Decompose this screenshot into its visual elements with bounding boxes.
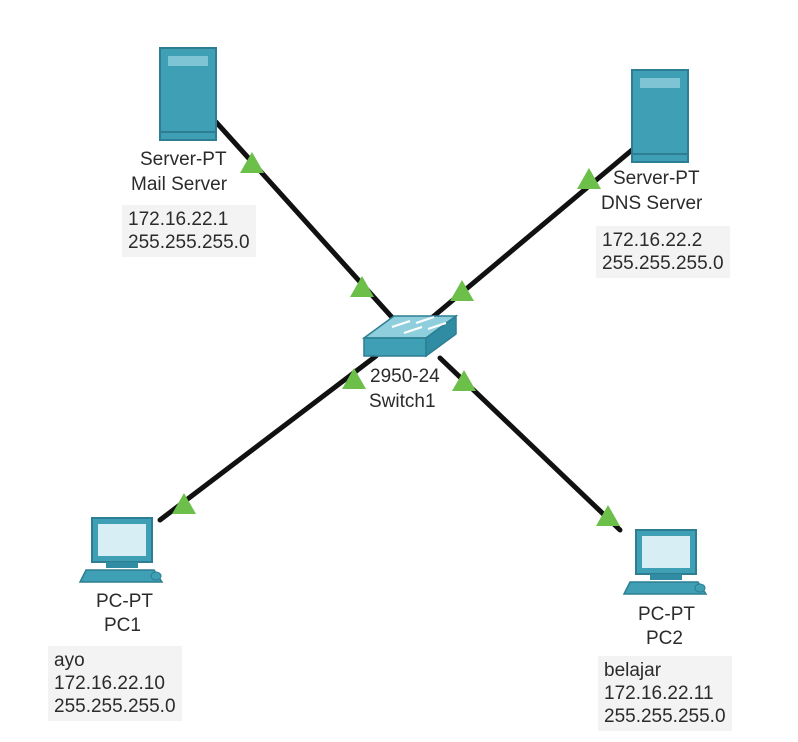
pc2-model-label: PC-PT	[638, 604, 695, 625]
pc2-description: belajar	[604, 660, 662, 681]
link-status-indicators	[172, 152, 620, 526]
dns-server-icon[interactable]	[631, 69, 689, 163]
pc1-description: ayo	[54, 650, 85, 671]
link-up-triangle-icon	[342, 368, 366, 389]
dns-server-ip: 172.16.22.2	[602, 230, 703, 251]
link-up-triangle-icon	[596, 505, 620, 526]
switch-model-label: 2950-24	[370, 366, 440, 387]
pc1-ip: 172.16.22.10	[54, 673, 165, 694]
mail-server-icon[interactable]	[159, 47, 217, 141]
link-pc1-switch[interactable]	[157, 353, 379, 523]
pc1-computer-icon[interactable]	[78, 517, 164, 583]
dns-server-address-note: 172.16.22.2 255.255.255.0	[596, 226, 730, 278]
link-up-triangle-icon	[577, 168, 601, 189]
switch-name-label: Switch1	[369, 391, 436, 412]
pc1-mask: 255.255.255.0	[54, 696, 176, 717]
mail-server-ip: 172.16.22.1	[128, 209, 229, 230]
pc2-computer-icon[interactable]	[622, 529, 708, 595]
dns-server-model-label: Server-PT	[613, 168, 700, 189]
mail-server-mask: 255.255.255.0	[128, 232, 250, 253]
dns-server-name-label: DNS Server	[601, 193, 703, 214]
link-up-triangle-icon	[450, 280, 474, 301]
dns-server-mask: 255.255.255.0	[602, 253, 724, 274]
pc2-mask: 255.255.255.0	[604, 706, 726, 727]
switch-icon[interactable]	[361, 314, 459, 358]
link-up-triangle-icon	[240, 152, 264, 173]
mail-server-address-note: 172.16.22.1 255.255.255.0	[122, 205, 256, 257]
link-up-triangle-icon	[452, 370, 476, 391]
link-up-triangle-icon	[172, 493, 196, 514]
pc1-address-note: ayo 172.16.22.10 255.255.255.0	[48, 646, 182, 721]
pc2-ip: 172.16.22.11	[604, 683, 714, 704]
mail-server-model-label: Server-PT	[140, 149, 227, 170]
mail-server-name-label: Mail Server	[131, 174, 228, 195]
pc1-name-label: PC1	[104, 615, 141, 636]
pc2-name-label: PC2	[646, 628, 683, 649]
pc2-address-note: belajar 172.16.22.11 255.255.255.0	[598, 656, 732, 731]
pc1-model-label: PC-PT	[96, 591, 153, 612]
link-up-triangle-icon	[350, 276, 374, 297]
